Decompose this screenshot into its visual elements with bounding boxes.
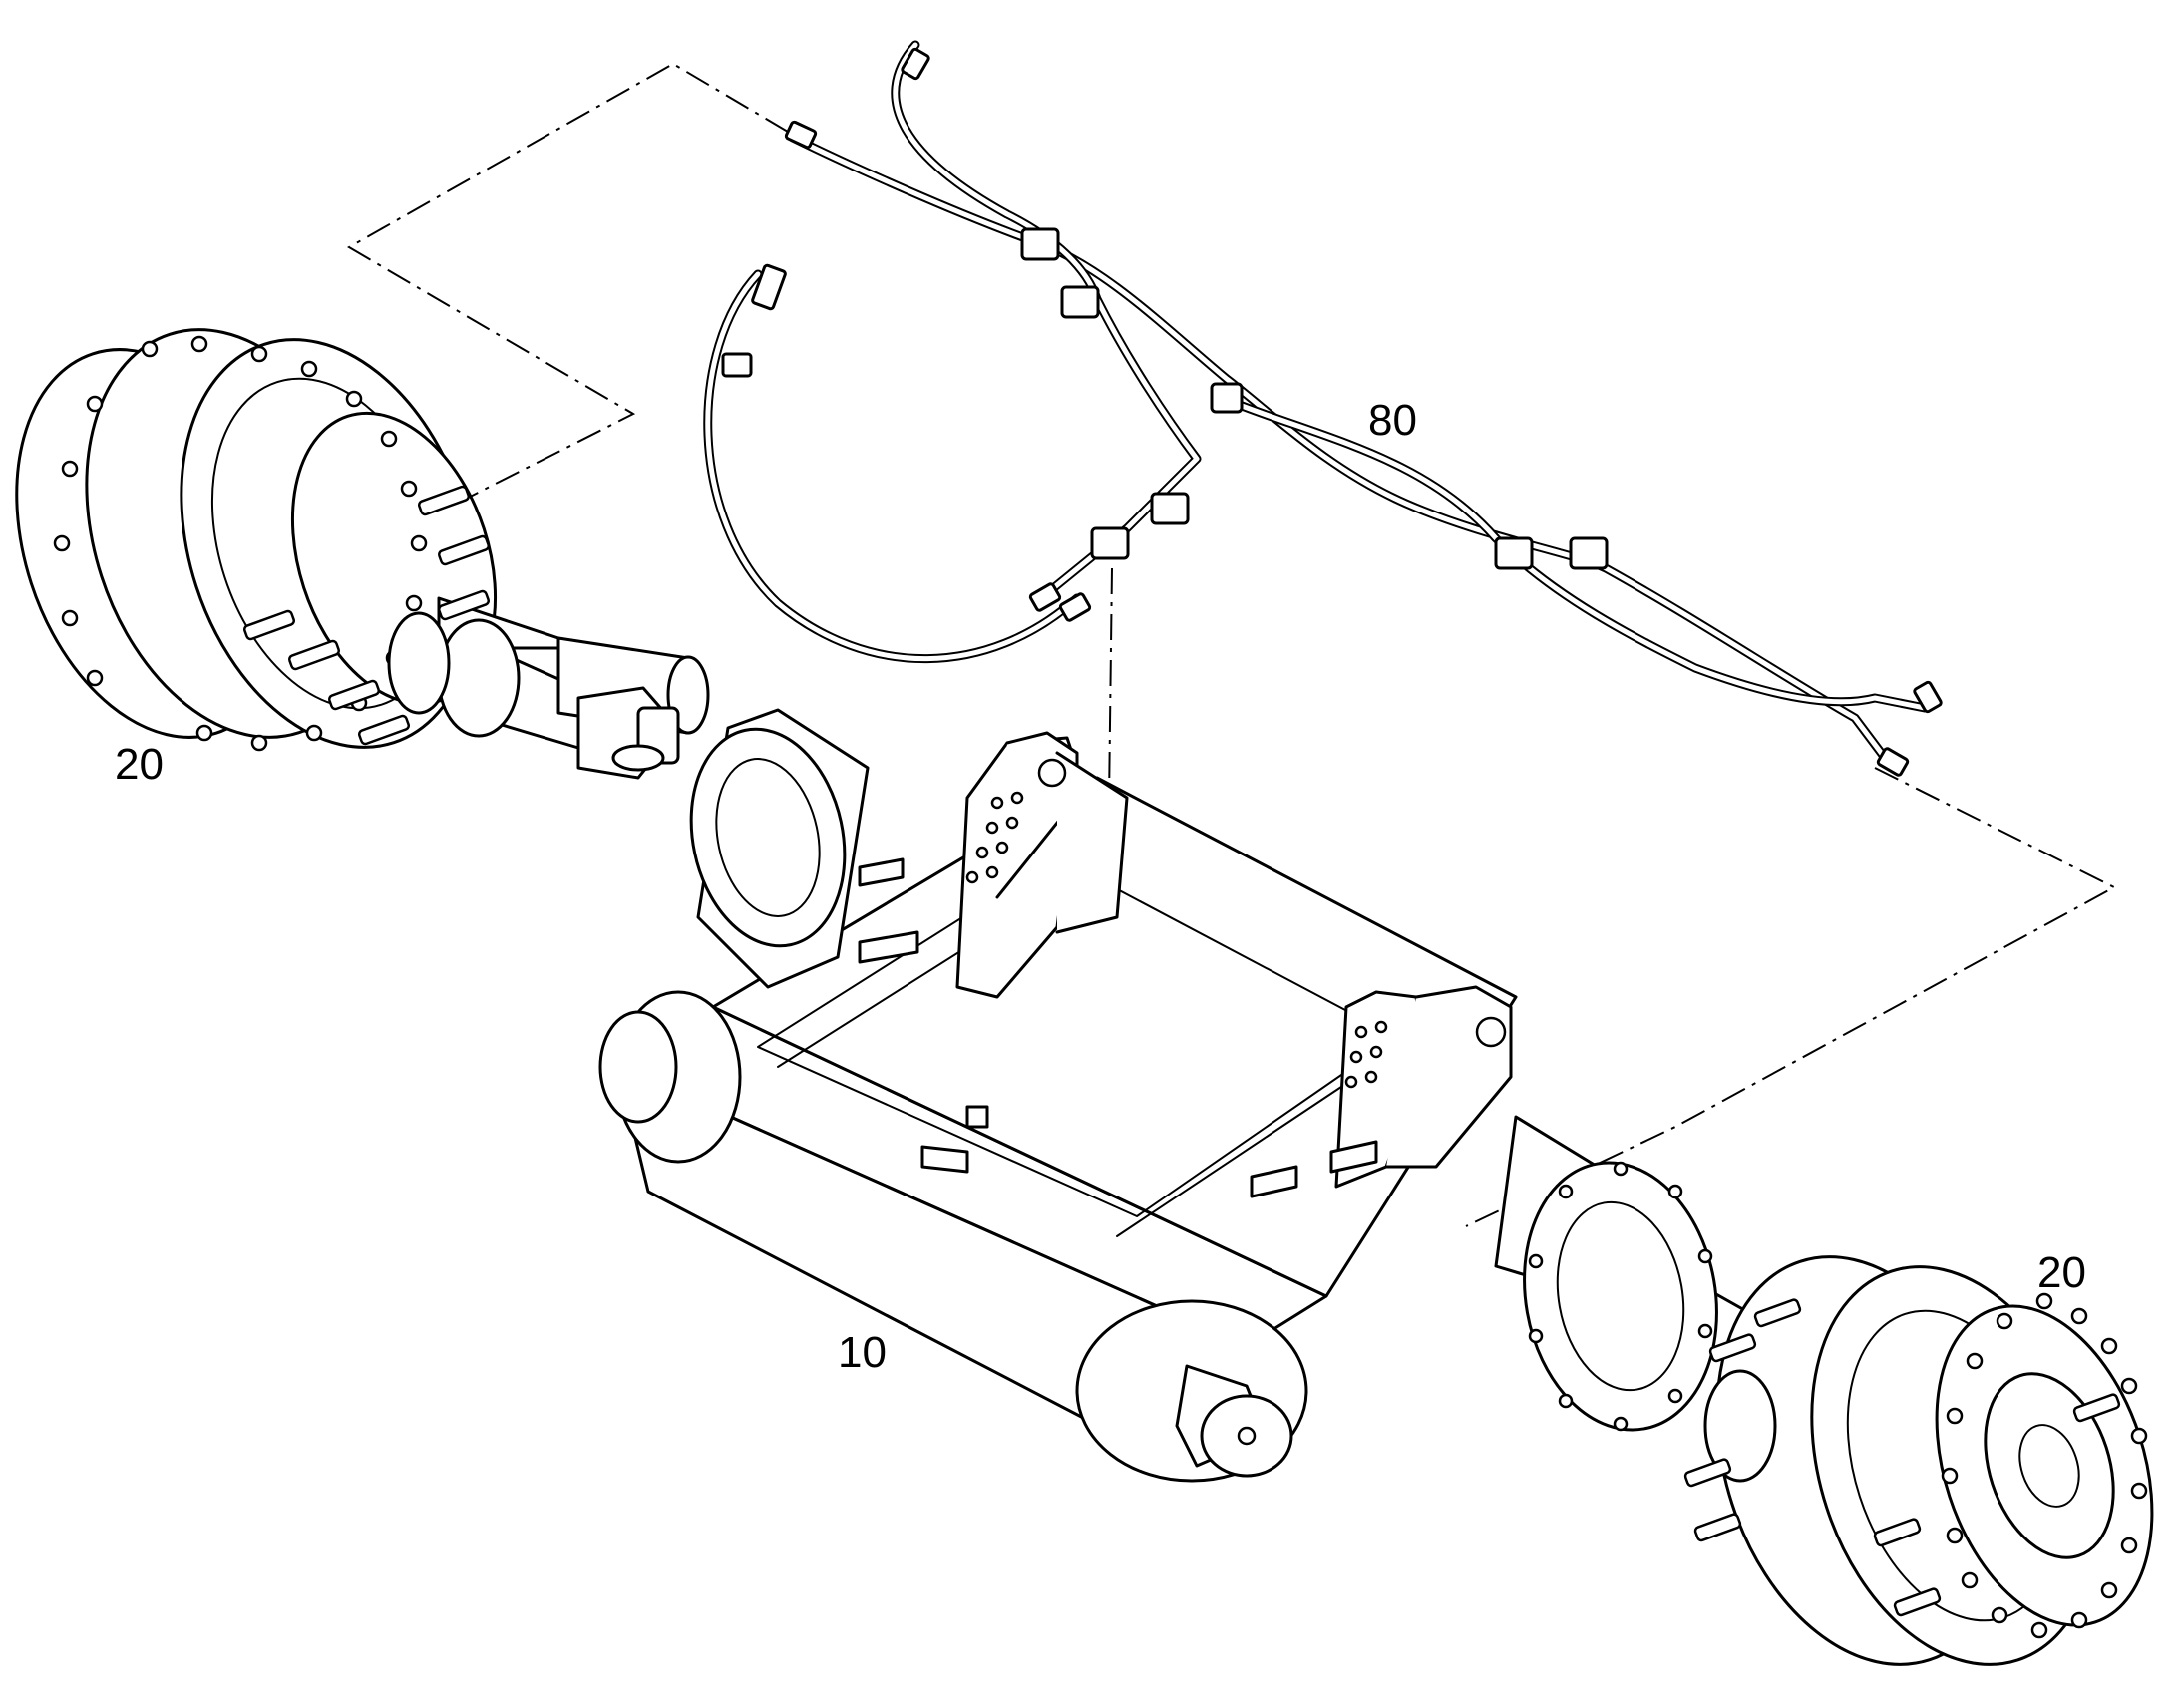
left-wheel-hub <box>15 328 710 780</box>
tower-bolt-holes <box>965 791 1388 1089</box>
hose-clamps <box>721 227 1609 570</box>
right-wheel-hub <box>1683 1255 2154 1666</box>
hose-fittings <box>751 47 1943 777</box>
right-hub-rim-studs <box>1941 1292 2148 1639</box>
right-flange-holes <box>1528 1161 1713 1432</box>
callout-hub-left: 20 <box>115 740 164 789</box>
hose-harness <box>703 40 1943 777</box>
callout-axle-housing: 10 <box>838 1328 887 1377</box>
axle-housing <box>598 708 1757 1483</box>
right-hub-studs <box>1683 1298 2121 1617</box>
callout-hose-harness: 80 <box>1368 396 1417 445</box>
left-hub-studs <box>242 485 491 746</box>
callout-hub-right: 20 <box>2037 1248 2086 1297</box>
